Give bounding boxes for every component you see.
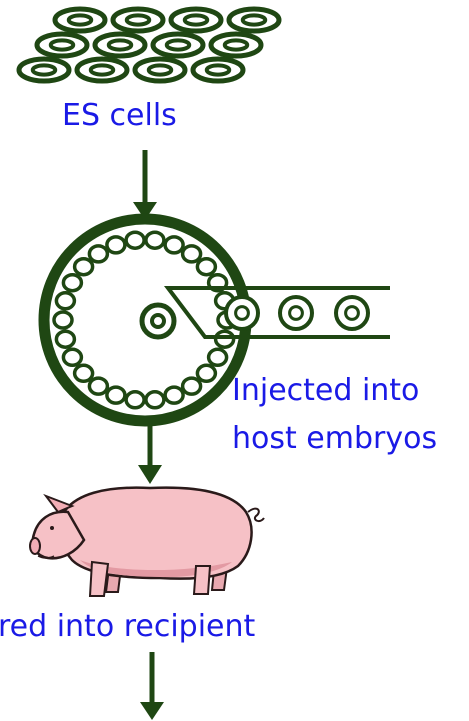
embryo-ring-cell: [209, 349, 227, 365]
embryo-ring-cell: [63, 349, 81, 365]
embryo-ring-cell: [107, 237, 125, 253]
embryo-ring-cell: [63, 275, 81, 291]
es-cell: [153, 34, 203, 56]
injected-label-line2: host embryos: [232, 422, 437, 456]
embryo-ring-cell: [75, 259, 93, 275]
es-cell: [193, 59, 243, 81]
es-cell: [229, 9, 279, 31]
es-cell: [135, 59, 185, 81]
es-cell: [171, 9, 221, 31]
arrow-embryo-to-pig: [138, 418, 162, 484]
pipette-cell: [336, 297, 368, 329]
host-embryo: [44, 219, 246, 421]
embryo-ring-cell: [126, 392, 144, 408]
injected-label-line1: Injected into: [232, 374, 419, 408]
embryo-ring-cell: [197, 365, 215, 381]
es-cell: [211, 34, 261, 56]
embryo-ring-cell: [89, 378, 107, 394]
es-cell: [55, 9, 105, 31]
embryo-ring-cell: [75, 365, 93, 381]
es-cell: [37, 34, 87, 56]
es-cells-label: ES cells: [62, 99, 177, 133]
embryo-ring-cell: [146, 232, 164, 248]
embryo-ring-cell: [216, 331, 234, 347]
embryo-ring-cell: [56, 331, 74, 347]
pig-illustration: [30, 488, 264, 596]
embryo-ring-cell: [89, 246, 107, 262]
es-cell: [95, 34, 145, 56]
es-cell: [19, 59, 69, 81]
arrow-es-to-embryo: [133, 150, 157, 220]
embryo-ring-cell: [54, 312, 72, 328]
embryo-ring-cell: [183, 378, 201, 394]
arrow-pig-to-next: [140, 652, 164, 720]
es-cell: [113, 9, 163, 31]
transferred-label: red into recipient: [0, 610, 255, 644]
pipette-cells: [226, 297, 368, 329]
embryo-ring-cell: [107, 387, 125, 403]
embryo-ring-cell: [183, 246, 201, 262]
embryo-ring-cell: [126, 232, 144, 248]
embryo-ring-cell: [197, 259, 215, 275]
injection-pipette: [168, 288, 390, 337]
embryo-center-cell: [142, 305, 174, 337]
pipette-cell: [280, 297, 312, 329]
es-cell: [77, 59, 127, 81]
embryo-ring-cell: [146, 392, 164, 408]
es-cell-cluster: [19, 9, 279, 81]
embryo-ring-cell: [56, 293, 74, 309]
embryo-ring-cell: [165, 237, 183, 253]
embryo-ring-cell: [165, 387, 183, 403]
pipette-cell: [226, 297, 258, 329]
